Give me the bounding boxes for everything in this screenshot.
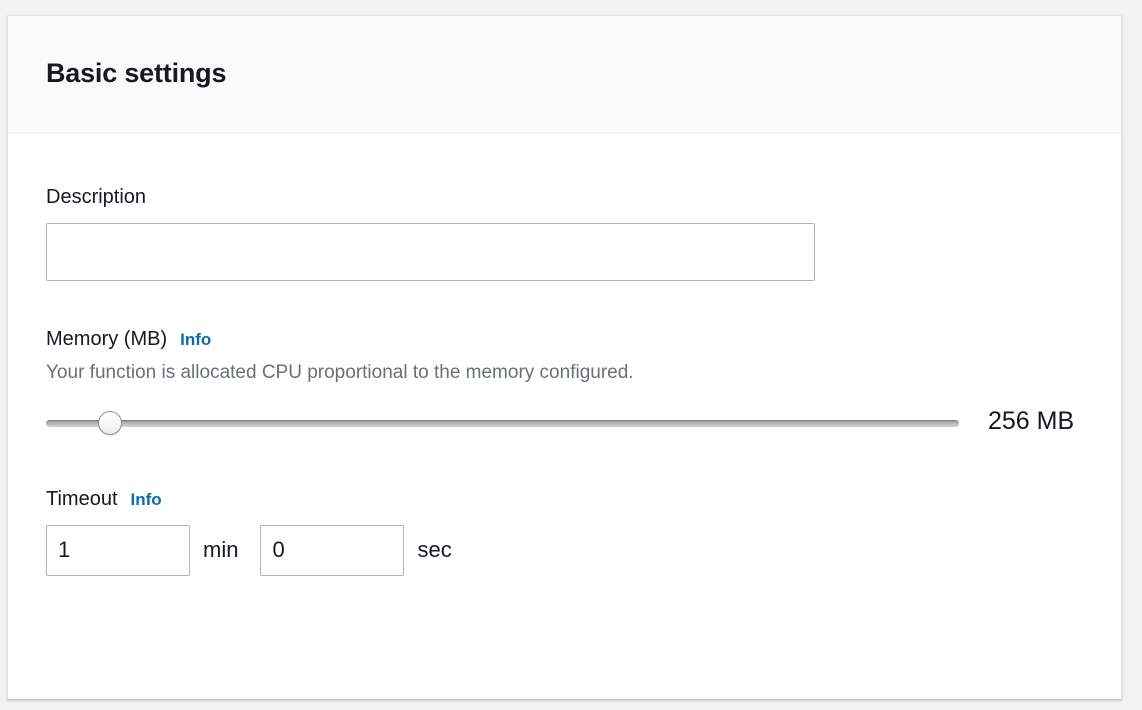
memory-info-link[interactable]: Info [180, 330, 212, 349]
memory-label: Memory (MB) Info [46, 327, 1083, 351]
timeout-label-text: Timeout [46, 487, 118, 510]
page-title: Basic settings [46, 58, 227, 89]
memory-slider-row: 256 MB [46, 405, 1083, 439]
timeout-inputs-row: min sec [46, 524, 1083, 576]
memory-label-text: Memory (MB) [46, 328, 168, 350]
timeout-field-group: Timeout Info min sec [46, 487, 1083, 576]
memory-slider[interactable] [46, 409, 959, 435]
memory-field-group: Memory (MB) Info Your function is alloca… [46, 327, 1083, 439]
memory-hint-text: Your function is allocated CPU proportio… [46, 362, 634, 383]
timeout-info-link[interactable]: Info [130, 489, 162, 509]
memory-slider-track[interactable] [46, 419, 959, 427]
memory-slider-thumb[interactable] [98, 410, 122, 435]
basic-settings-panel: Basic settings Description Memory (MB) I… [7, 15, 1122, 700]
description-input[interactable] [46, 223, 815, 281]
panel-header: Basic settings [8, 16, 1121, 133]
timeout-seconds-unit: sec [417, 537, 452, 563]
timeout-minutes-unit: min [203, 537, 239, 563]
description-label: Description [46, 185, 1083, 209]
panel-body: Description Memory (MB) Info Your functi… [8, 133, 1121, 576]
timeout-minutes-input[interactable] [46, 524, 190, 576]
memory-value-label: 256 MB [988, 407, 1075, 436]
timeout-label: Timeout Info [46, 487, 1083, 511]
description-field-group: Description [46, 185, 1083, 281]
timeout-seconds-input[interactable] [260, 524, 405, 576]
description-label-text: Description [46, 186, 147, 208]
